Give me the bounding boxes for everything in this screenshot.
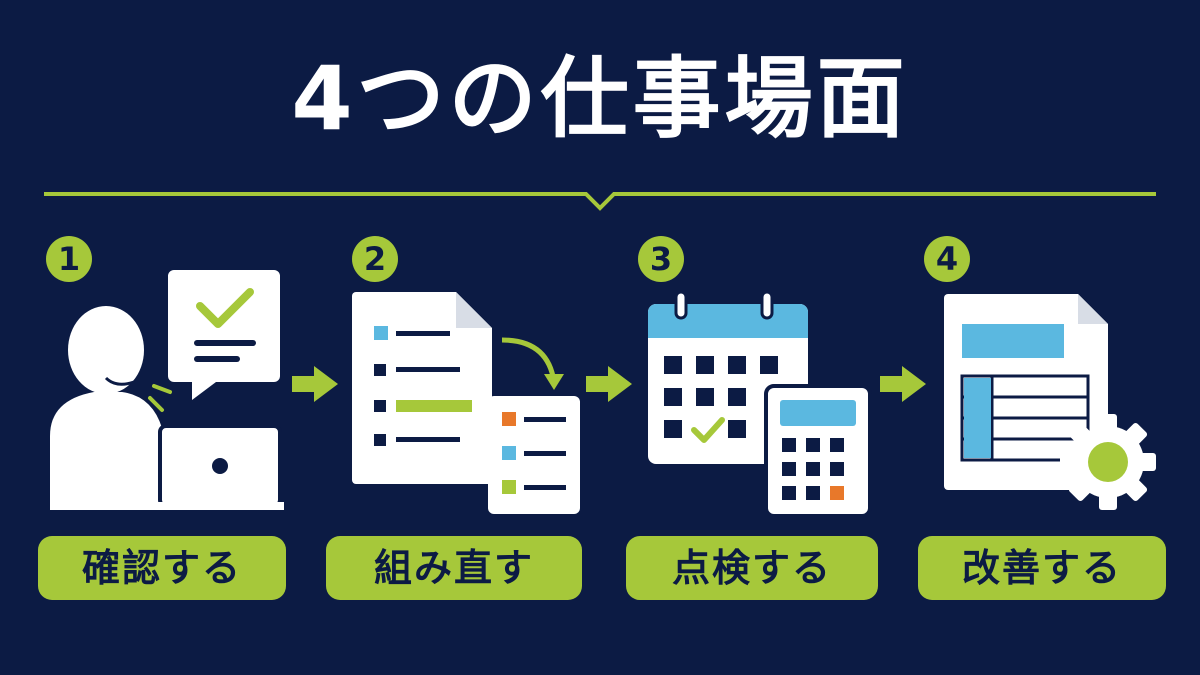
document-reorder-list-icon [352,292,580,514]
spreadsheet-gear-icon [944,294,1156,510]
arrow-right-icon [586,366,632,402]
step-3-label: 点検する [626,536,878,600]
step-4-number: 4 [924,236,970,282]
person-laptop-checkmark-icon [50,270,284,510]
step-1-label: 確認する [38,536,286,600]
step-3-number: 3 [638,236,684,282]
arrow-right-icon [880,366,926,402]
step-2-number: 2 [352,236,398,282]
step-1-number: 1 [46,236,92,282]
step-2-label: 組み直す [326,536,582,600]
arrow-right-icon [292,366,338,402]
title-divider [44,192,1156,211]
calendar-calculator-icon [648,290,872,518]
step-4-label: 改善する [918,536,1166,600]
page-title: 4つの仕事場面 [291,47,909,150]
